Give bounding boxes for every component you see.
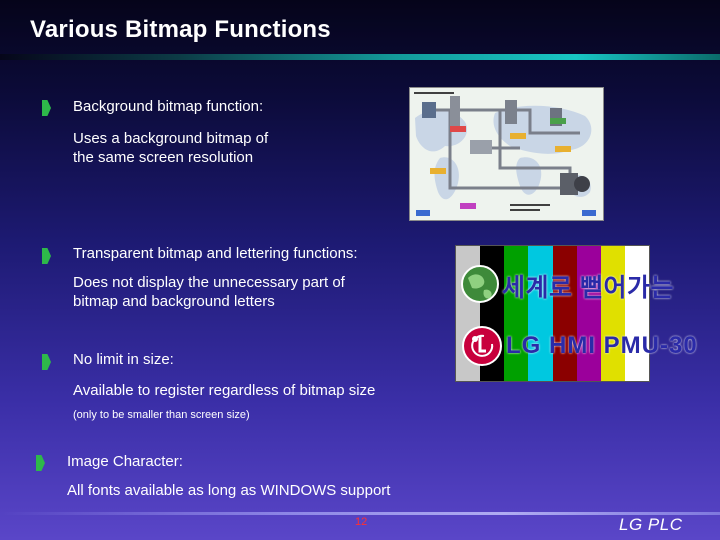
bullet-2-body-line-1: Does not display the unnecessary part of (73, 274, 345, 291)
page-number: 12 (355, 516, 368, 528)
color-bar-5 (552, 246, 577, 381)
footer-rule (0, 512, 720, 515)
bullet-marker-3 (42, 354, 51, 370)
bullet-1-body-line-2: the same screen resolution (73, 149, 254, 166)
color-bar-6 (576, 246, 601, 381)
color-bar-3 (504, 246, 529, 381)
bullet-3-note: (only to be smaller than screen size) (73, 409, 250, 421)
color-bar-7 (600, 246, 625, 381)
slide-title: Various Bitmap Functions (30, 16, 331, 43)
company-logo: LG PLC (619, 515, 683, 534)
globe-icon (461, 265, 499, 303)
bullet-marker-2 (42, 248, 51, 264)
background-bitmap-picture (409, 87, 604, 221)
bullet-marker-1 (42, 100, 51, 116)
process-map-graphic (410, 88, 603, 220)
bullet-4-heading: Image Character: (67, 453, 183, 470)
lg-logo-icon (462, 326, 502, 366)
bullet-marker-4 (36, 455, 45, 471)
transparent-bitmap-picture: 세계로 뻗어가는 LG HMI PMU-30 (455, 245, 697, 382)
korean-slogan-text: 세계로 뻗어가는 (502, 274, 674, 302)
bullet-4-body-line-1: All fonts available as long as WINDOWS s… (67, 482, 391, 499)
title-rule (0, 54, 720, 60)
bullet-1-heading: Background bitmap function: (73, 98, 264, 115)
model-name-text: LG HMI PMU-30 (506, 332, 698, 359)
bullet-2-heading: Transparent bitmap and lettering functio… (73, 245, 358, 262)
color-bar-4 (528, 246, 553, 381)
bullet-3-body-line-1: Available to register regardless of bitm… (73, 382, 376, 399)
color-bar-8 (624, 246, 649, 381)
bullet-1-body-line-1: Uses a background bitmap of (73, 130, 269, 147)
bullet-3-heading: No limit in size: (73, 351, 174, 368)
bullet-2-body-line-2: bitmap and background letters (73, 293, 275, 310)
